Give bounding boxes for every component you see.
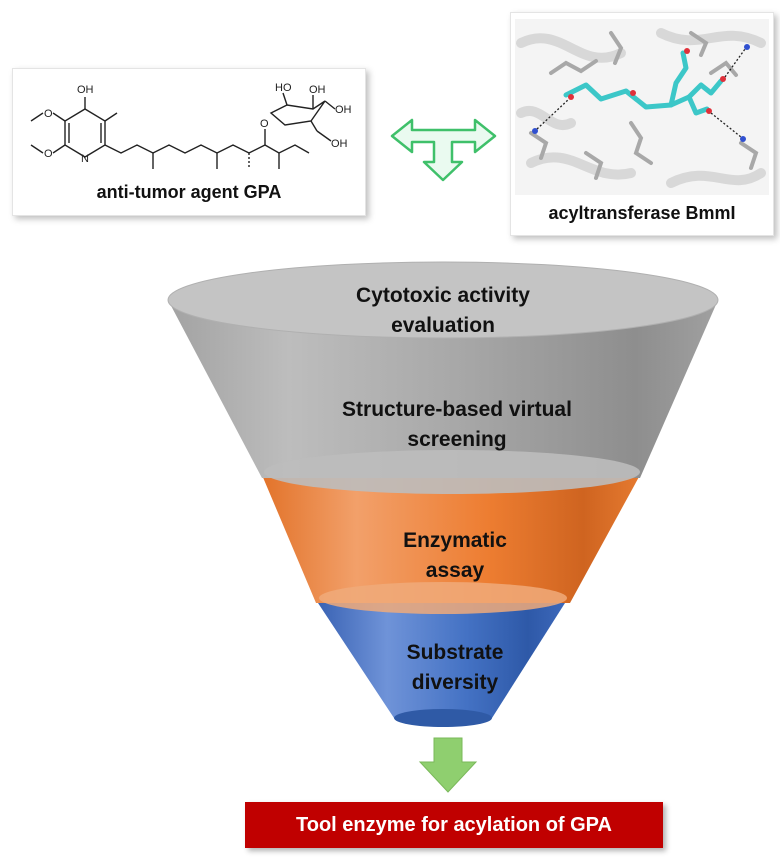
oh-label-4: OH — [331, 138, 348, 150]
protein-caption: acyltransferase BmmI — [548, 203, 736, 223]
n-label: N — [81, 153, 89, 165]
o-label-1: O — [44, 108, 53, 120]
stage-virtual-screening: Structure-based virtual screening — [247, 395, 667, 455]
stage-virtual-screening-line1: Structure-based virtual — [342, 398, 572, 421]
o-label-3: O — [260, 118, 269, 130]
stage-substrate-diversity: Substrate diversity — [245, 638, 665, 698]
stage-cytotoxic: Cytotoxic activity evaluation — [233, 281, 653, 341]
molecule-card: OH N O O O HO OH OH OH anti-tumor agent … — [12, 68, 366, 216]
result-banner: Tool enzyme for acylation of GPA — [245, 802, 663, 848]
o-label-2: O — [44, 148, 53, 160]
funnel-top-rim — [168, 262, 718, 338]
oh-label-3: OH — [335, 104, 352, 116]
stage-substrate-diversity-line2: diversity — [411, 671, 499, 694]
oh-label: OH — [77, 84, 94, 96]
stage-enzymatic-assay-line2: assay — [425, 559, 485, 582]
molecule-caption: anti-tumor agent GPA — [96, 182, 282, 202]
stage-enzymatic-assay-line1: Enzymatic — [403, 529, 507, 552]
protein-card: acyltransferase BmmI — [510, 12, 774, 236]
funnel-segment-orange — [262, 475, 640, 603]
gpa-structure-diagram: OH N O O O HO OH OH OH — [30, 82, 352, 169]
funnel-segment-gray — [168, 300, 718, 478]
oh-label-2: OH — [309, 84, 326, 96]
ho-label: HO — [275, 82, 292, 94]
stage-virtual-screening-line2: screening — [407, 428, 507, 451]
stage-enzymatic-assay: Enzymatic assay — [245, 526, 665, 586]
stage-cytotoxic-line1: Cytotoxic activity — [356, 284, 530, 307]
protein-structure-image — [515, 19, 769, 195]
stage-cytotoxic-line2: evaluation — [391, 314, 495, 337]
stage-substrate-diversity-line1: Substrate — [406, 641, 504, 664]
funnel-segment-blue — [318, 603, 565, 723]
down-arrow — [418, 737, 478, 793]
